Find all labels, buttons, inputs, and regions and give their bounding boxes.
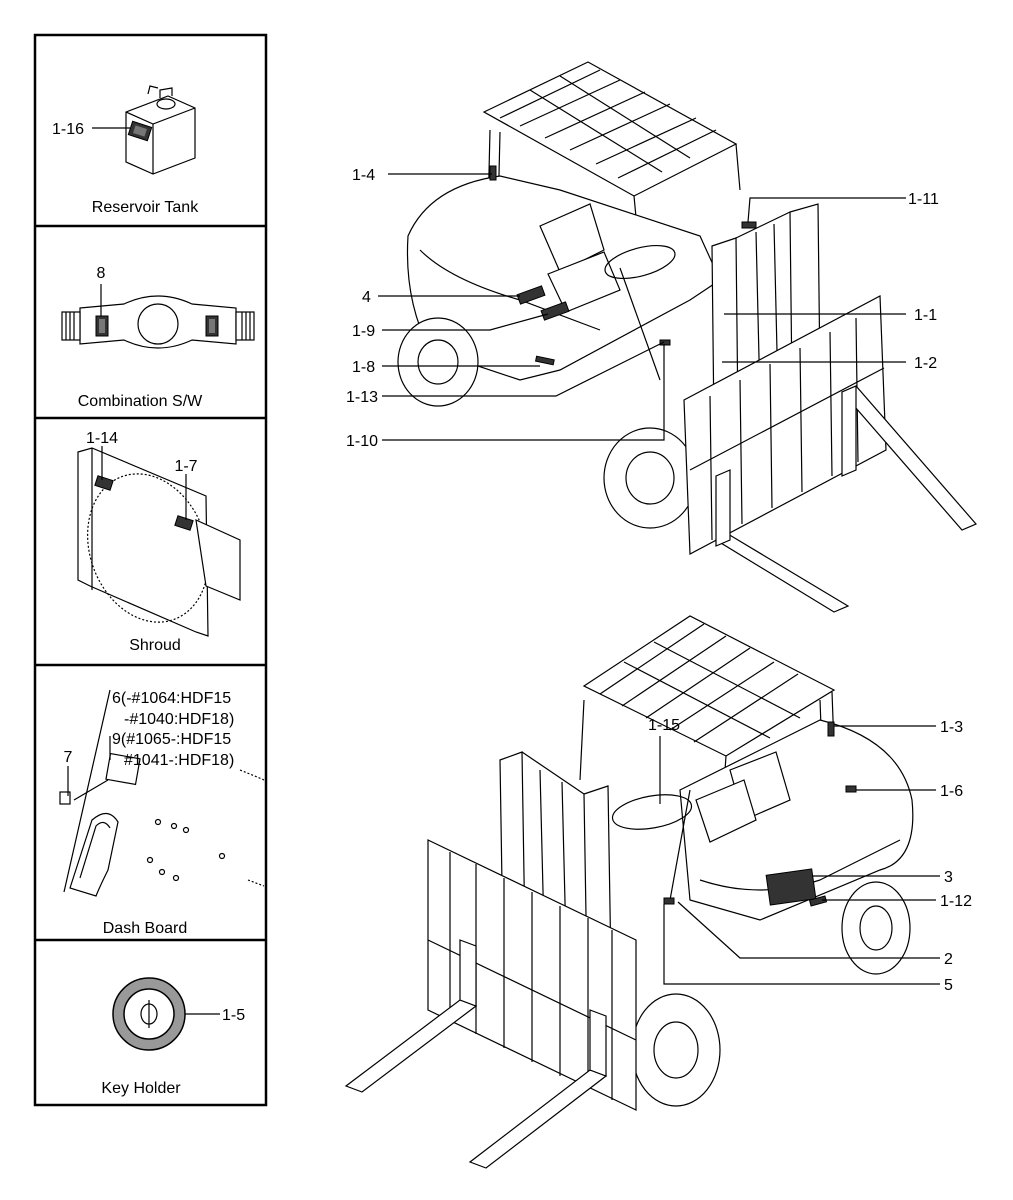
front-view-callouts: 1-4 4 1-9 1-8 1-13 1-10 1-11 1-1 1-2 <box>346 167 939 450</box>
combination-sw-panel: 8 Combination S/W <box>61 265 255 410</box>
shroud-callout-1-14: 1-14 <box>86 430 118 447</box>
combination-switch-drawing <box>61 295 255 349</box>
callout-4: 4 <box>362 289 371 306</box>
shroud-drawing <box>77 447 241 637</box>
shroud-callout-1-7: 1-7 <box>174 458 197 475</box>
dash-board-panel: 7 6(-#1064:HDF15 -#1040:HDF18) 9(#1065-:… <box>59 689 265 937</box>
callout-1-15: 1-15 <box>648 717 680 734</box>
dash-board-note-line-3: 9(#1065-:HDF15 <box>112 731 231 748</box>
reservoir-tank-drawing <box>125 85 196 175</box>
callout-1-10: 1-10 <box>346 433 378 450</box>
callout-2: 2 <box>944 951 953 968</box>
callout-1-4: 1-4 <box>352 167 375 184</box>
dash-board-title: Dash Board <box>103 920 188 937</box>
shroud-title: Shroud <box>129 637 181 654</box>
callout-3: 3 <box>944 869 953 886</box>
shroud-panel: 1-14 1-7 Shroud <box>77 430 241 654</box>
callout-1-12: 1-12 <box>940 893 972 910</box>
rear-view-callouts: 1-15 1-3 1-6 3 1-12 2 5 <box>648 717 972 994</box>
callout-1-6: 1-6 <box>940 783 963 800</box>
key-holder-title: Key Holder <box>101 1080 181 1097</box>
callout-1-11: 1-11 <box>908 191 939 208</box>
key-holder-drawing <box>112 977 186 1051</box>
callout-1-13: 1-13 <box>346 389 378 406</box>
dash-board-note-line-4: #1041-:HDF18) <box>124 752 234 769</box>
combination-sw-title: Combination S/W <box>78 393 203 410</box>
dash-board-callout-7: 7 <box>64 749 73 766</box>
forklift-rear-view <box>344 615 914 1169</box>
reservoir-tank-panel: 1-16 Reservoir Tank <box>52 85 199 216</box>
key-holder-panel: 1-5 Key Holder <box>101 977 245 1097</box>
dash-board-drawing <box>59 689 265 897</box>
callout-1-1: 1-1 <box>914 307 937 324</box>
panel-column <box>33 33 268 1107</box>
callout-1-8: 1-8 <box>352 359 375 376</box>
key-holder-callout: 1-5 <box>222 1007 245 1024</box>
combination-sw-callout: 8 <box>97 265 106 282</box>
callout-1-2: 1-2 <box>914 355 937 372</box>
forklift-front-view <box>397 61 977 613</box>
callout-1-3: 1-3 <box>940 719 963 736</box>
dash-board-note-line-2: -#1040:HDF18) <box>124 711 234 728</box>
callout-5: 5 <box>944 977 953 994</box>
callout-1-9: 1-9 <box>352 323 375 340</box>
reservoir-tank-callout: 1-16 <box>52 121 84 138</box>
reservoir-tank-title: Reservoir Tank <box>92 199 199 216</box>
dash-board-note-line-1: 6(-#1064:HDF15 <box>112 690 231 707</box>
